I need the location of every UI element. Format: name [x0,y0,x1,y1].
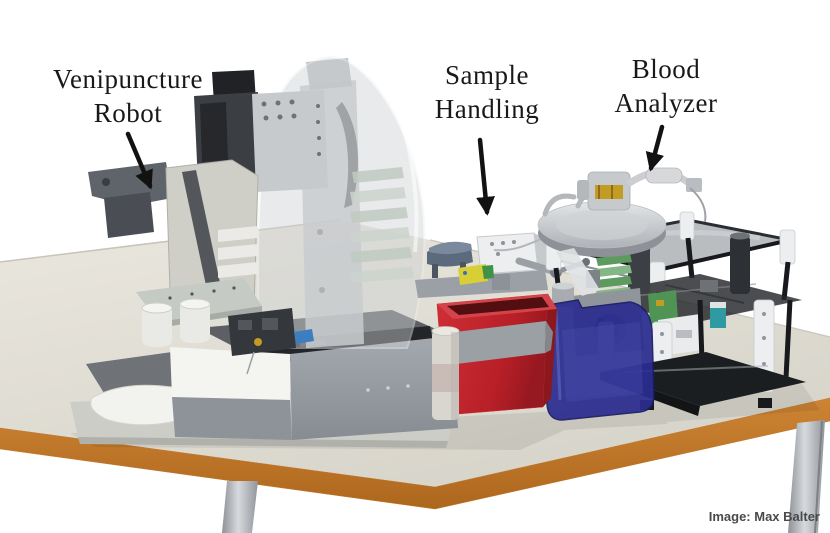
table-edge-band [0,397,830,510]
annotation-arrows [125,124,665,216]
label-line: Robot [93,98,163,128]
label-venipuncture-robot: Venipuncture Robot [38,62,218,130]
label-line: Blood [631,54,701,84]
needle [246,351,255,375]
disc-handle [542,193,577,217]
base-box-white-face [170,347,290,400]
label-sample-handling: Sample Handling [407,58,567,126]
teal-cartridge [710,308,726,328]
dome-highlight [394,105,419,253]
red-bin [436,293,557,416]
label-line: Venipuncture [53,64,203,94]
base-box-gray-face [290,336,458,440]
bin-opening [447,297,549,315]
needle-guide-blade [336,102,358,208]
plate-holes [261,99,321,156]
probe-cylinder [142,308,172,347]
blue-fitting [294,329,314,344]
bin-gray-band [439,321,546,366]
arrow-sample-handling [476,137,495,216]
venipuncture-arm [88,70,328,375]
yellow-carrier [458,264,488,285]
centrifuge-disc [537,167,707,296]
arrow-venipuncture-robot [125,131,153,190]
table-leg-right [788,420,825,533]
tube-canister [431,326,460,420]
label-blood-analyzer: Blood Analyzer [586,52,746,120]
label-line: Sample [445,60,529,90]
tray-stack [350,167,414,283]
pcb-board [648,290,678,324]
sample-deck [415,270,548,298]
arrow-blood-analyzer [645,124,665,172]
label-line: Analyzer [614,88,718,118]
gripper-cluster [228,308,296,356]
image-credit: Image: Max Balter [708,509,820,524]
table-leg-left [222,481,258,533]
arm-plate [252,90,328,192]
blue-reservoir [544,282,655,421]
label-line: Handling [434,94,540,124]
